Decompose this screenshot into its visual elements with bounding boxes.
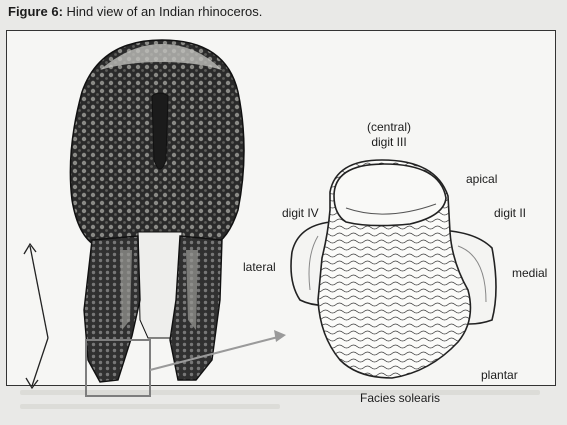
label-central: (central) (354, 120, 424, 134)
label-digit-iv: digit IV (282, 206, 319, 220)
foot-sole-illustration (291, 160, 496, 378)
label-plantar: plantar (481, 368, 518, 382)
direction-arrows (24, 244, 48, 388)
label-facies-solearis: Facies solearis (360, 391, 440, 405)
label-digit-iii: digit III (354, 135, 424, 149)
label-medial: medial (512, 266, 547, 280)
label-lateral: lateral (243, 260, 276, 274)
label-digit-ii: digit II (494, 206, 526, 220)
rhinoceros-hind-view (70, 40, 244, 382)
label-apical: apical (466, 172, 497, 186)
